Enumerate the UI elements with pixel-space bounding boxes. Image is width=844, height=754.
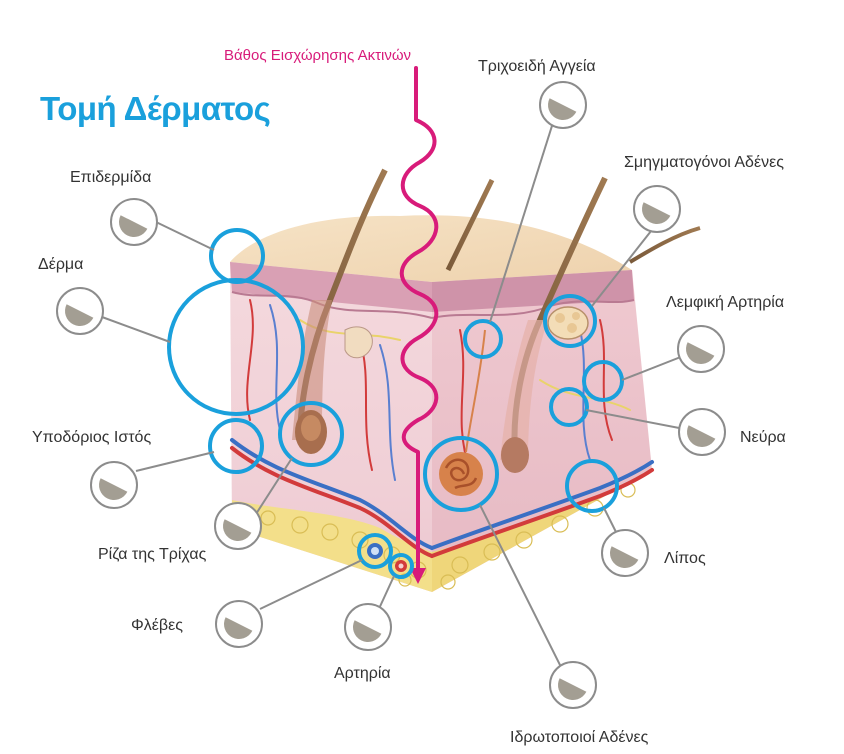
page-title: Τομή Δέρματος bbox=[40, 90, 271, 127]
marker-hair-root-icon bbox=[214, 502, 262, 550]
leader-epidermis bbox=[155, 221, 215, 251]
skin-block bbox=[230, 168, 701, 592]
sebaceous-gland bbox=[547, 306, 589, 340]
label-veins: Φλέβες bbox=[131, 617, 183, 634]
marker-dermis-icon bbox=[56, 287, 104, 335]
marker-nerves-icon bbox=[678, 408, 726, 456]
marker-veins-icon bbox=[215, 600, 263, 648]
label-lymphatic: Λεμφική Αρτηρία bbox=[666, 294, 785, 311]
ring-sweat bbox=[423, 436, 499, 512]
leader-hair-root bbox=[255, 457, 293, 515]
label-subcutaneous: Υποδόριος Ιστός bbox=[32, 429, 152, 446]
artery-cross-section bbox=[395, 560, 407, 572]
leader-dermis bbox=[101, 316, 171, 343]
label-hair-root: Ρίζα της Τρίχας bbox=[98, 546, 207, 563]
ring-sebaceous bbox=[543, 294, 597, 348]
beam-penetration-line bbox=[399, 66, 439, 584]
beam-arrowhead bbox=[410, 568, 426, 584]
label-sweat: Ιδρωτοποιοί Αδένες bbox=[510, 729, 649, 746]
marker-lymphatic-icon bbox=[677, 325, 725, 373]
marker-capillaries-icon bbox=[539, 81, 587, 129]
fat-layer-front bbox=[232, 500, 432, 592]
marker-subcutaneous-icon bbox=[90, 461, 138, 509]
marker-fat-icon bbox=[601, 529, 649, 577]
marker-sweat-icon bbox=[549, 661, 597, 709]
marker-artery-icon bbox=[344, 603, 392, 651]
label-capillaries: Τριχοειδή Αγγεία bbox=[478, 58, 596, 75]
ring-capillaries bbox=[463, 319, 503, 359]
ring-fat bbox=[565, 459, 619, 513]
leader-veins bbox=[259, 559, 363, 610]
marker-sebaceous-icon bbox=[633, 185, 681, 233]
ring-nerves bbox=[549, 387, 589, 427]
sweat-gland bbox=[439, 329, 486, 496]
label-epidermis: Επιδερμίδα bbox=[70, 169, 152, 186]
label-artery: Αρτηρία bbox=[334, 665, 391, 682]
leader-capillaries bbox=[489, 109, 558, 323]
leader-sweat bbox=[479, 504, 571, 686]
epidermis-band-front bbox=[230, 262, 432, 312]
label-nerves: Νεύρα bbox=[740, 429, 786, 446]
ring-veins bbox=[357, 533, 393, 569]
label-dermis: Δέρμα bbox=[38, 256, 84, 273]
label-fat: Λίπος bbox=[664, 550, 706, 567]
skin-top-surface bbox=[230, 215, 632, 282]
skin-right-face bbox=[432, 270, 652, 592]
ring-hair-root bbox=[278, 401, 344, 467]
ring-dermis bbox=[167, 278, 305, 416]
label-sebaceous: Σμηγματογόνοι Αδένες bbox=[624, 154, 784, 171]
marker-epidermis-icon bbox=[110, 198, 158, 246]
hair-follicle-right bbox=[500, 176, 608, 473]
ring-lymphatic bbox=[582, 360, 624, 402]
ring-artery bbox=[388, 553, 414, 579]
leader-sebaceous bbox=[591, 225, 656, 307]
leader-subcutaneous bbox=[135, 451, 215, 472]
ring-subcutaneous bbox=[208, 418, 264, 474]
beam-label: Βάθος Εισχώρησης Ακτινών bbox=[224, 47, 412, 64]
vein-cross-section bbox=[367, 543, 383, 559]
